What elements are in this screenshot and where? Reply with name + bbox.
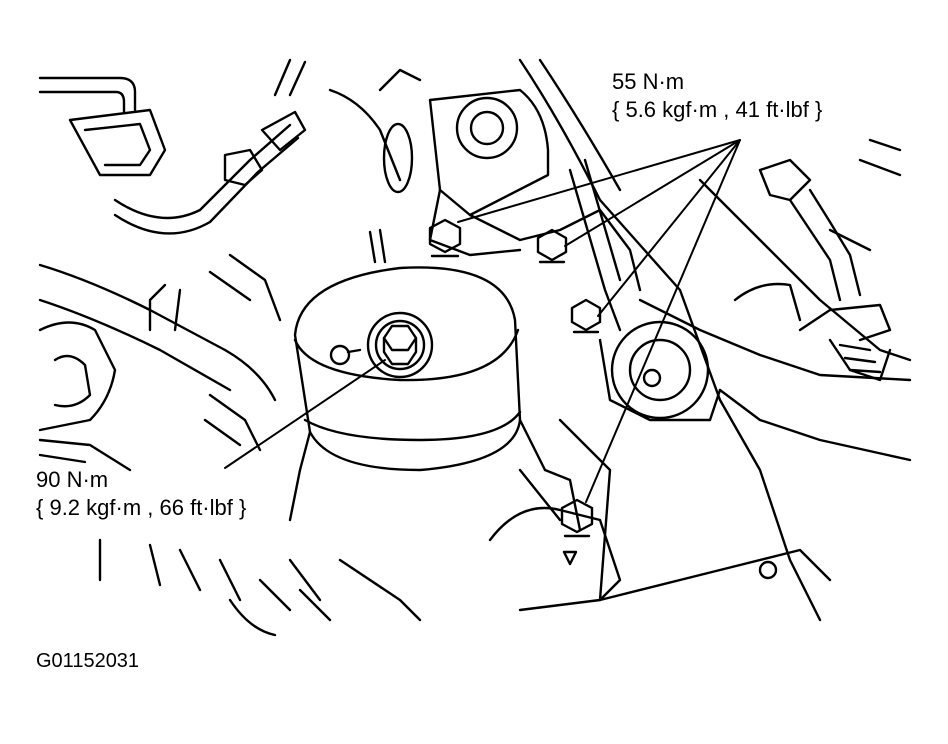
mount-bracket [428,88,722,602]
bolt-center-icon [366,311,434,379]
engine-mount-housing [288,266,547,522]
bolt-upper-left-icon [428,218,462,258]
figure-id: G01152031 [36,650,140,672]
bolt-lower-icon [560,498,594,538]
upper-torque-callout: 55 N·m { 5.6 kgf·m , 41 ft·lbf } [612,68,822,124]
bolt-upper-right-icon [536,228,568,264]
hose-connector [733,138,902,382]
frame-member [38,263,277,472]
lower-torque-callout: 90 N·m { 9.2 kgf·m , 66 ft·lbf } [36,466,246,522]
lower-torque-value: 90 N·m [36,467,109,492]
upper-torque-conversion: { 5.6 kgf·m , 41 ft·lbf } [612,97,823,122]
upper-torque-value: 55 N·m [612,69,685,94]
lower-torque-conversion: { 9.2 kgf·m , 66 ft·lbf } [36,495,247,520]
bolt-middle-right-icon [570,298,602,334]
pipe-assembly [38,58,307,235]
leader-lines [224,139,741,503]
